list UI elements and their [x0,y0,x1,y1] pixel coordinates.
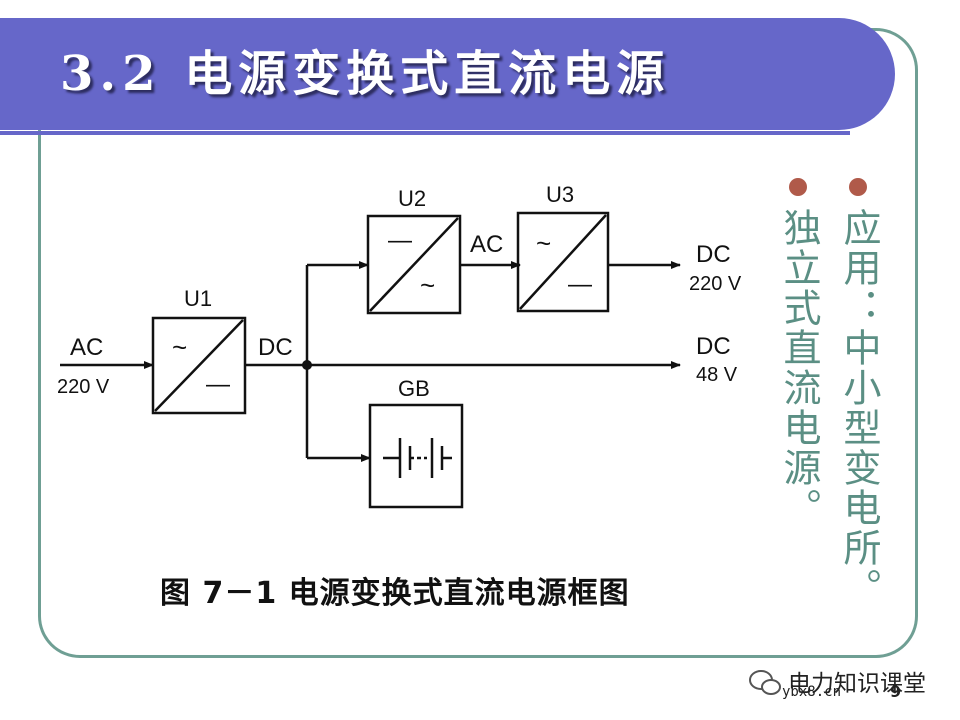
u3-block [516,211,610,313]
gb-block [368,403,464,509]
input-type-label: AC [70,334,103,361]
ac-link-label: AC [470,231,503,258]
gb-label: GB [398,376,430,401]
output2-voltage-label: 48 V [696,364,738,386]
u3-bottom-symbol: — [568,271,592,298]
u2-top-symbol: — [388,227,412,254]
slide-title: 3.2 电源变换式直流电源 [60,46,671,102]
u1-top-symbol: ~ [172,332,187,362]
watermark-text: 电力知识课堂 [788,671,926,697]
bullet-text-2: 独立式直流电源。 [777,208,821,528]
bullet-dot-1 [849,178,867,196]
output1-type-label: DC [696,241,731,268]
u1-label: U1 [184,286,212,311]
wechat-icon [749,670,781,695]
u2-block [366,214,462,315]
bus-junction [302,360,312,370]
output2-type-label: DC [696,333,731,360]
u1-block [151,316,247,415]
output1-voltage-label: 220 V [689,273,742,295]
title-bar [0,18,895,130]
u1-bottom-symbol: — [206,371,230,398]
input-voltage-label: 220 V [57,376,110,398]
u3-label: U3 [546,182,574,207]
bullet-text-1: 应用：中小型变电所。 [837,208,881,608]
bullet-dot-2 [789,178,807,196]
watermark-url: ybx8.cn [782,684,842,700]
u2-bottom-symbol: ~ [420,270,435,300]
watermark: 电力知识课堂 ybx8.cn 9 [744,662,934,702]
bus-dc-label: DC [258,334,293,361]
u3-top-symbol: ~ [536,228,551,258]
page-number: 9 [890,682,902,701]
u2-label: U2 [398,186,426,211]
title-underline [0,131,850,135]
figure-caption: 图 7－1 电源变换式直流电源框图 [160,576,630,611]
